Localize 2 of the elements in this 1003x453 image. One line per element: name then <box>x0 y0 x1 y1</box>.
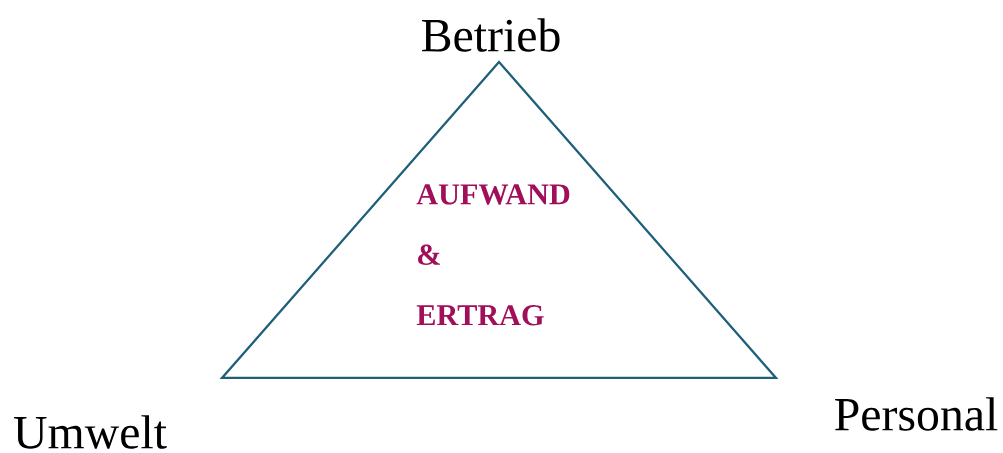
corner-label: Umwelt <box>14 415 167 449</box>
corner-label: Personal <box>835 397 998 431</box>
